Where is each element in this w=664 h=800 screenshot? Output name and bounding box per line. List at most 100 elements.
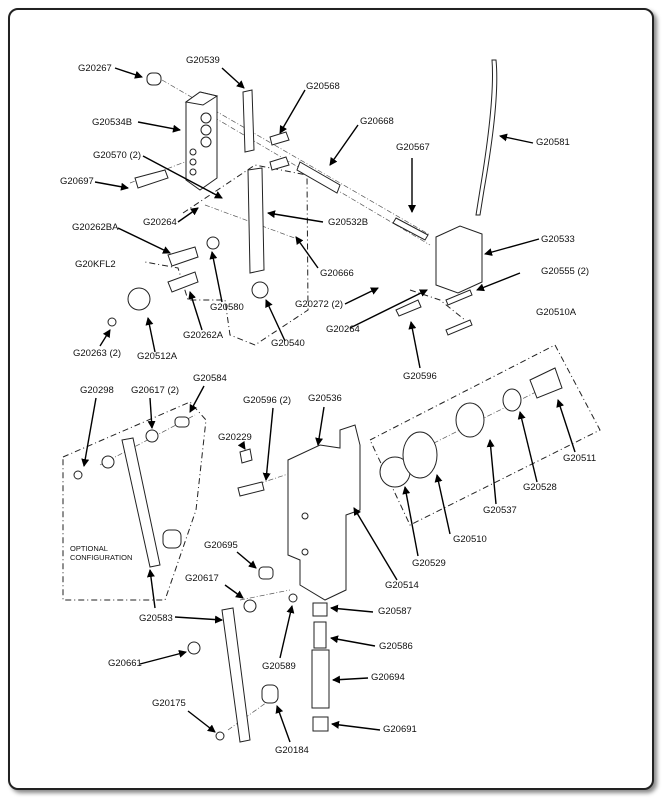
label-g20584: G20584 <box>193 373 227 384</box>
label-g20617-2: G20617 (2) <box>131 385 179 396</box>
label-g20570: G20570 (2) <box>93 150 141 161</box>
part-g20586-spring <box>313 621 327 649</box>
part-g20555-pin <box>445 289 473 306</box>
part-g20587-cap <box>312 602 328 617</box>
part-g20584-spacer <box>174 416 190 428</box>
part-g20567-pin <box>392 217 429 241</box>
label-g20668: G20668 <box>360 116 394 127</box>
part-washer <box>101 455 115 469</box>
part-g20267-bushing <box>146 72 162 86</box>
part-g20510-pulley <box>402 431 438 479</box>
label-g20540: G20540 <box>271 338 305 349</box>
label-g20529: G20529 <box>412 558 446 569</box>
label-g20617: G20617 <box>185 573 219 584</box>
part-g20537-bearing <box>455 402 485 438</box>
label-g20589: G20589 <box>262 661 296 672</box>
label-g20532b: G20532B <box>328 217 368 228</box>
part-g20697-screw <box>134 169 169 189</box>
label-g20567: G20567 <box>396 142 430 153</box>
label-g20666: G20666 <box>320 268 354 279</box>
part-g20555-pin-2 <box>445 319 473 336</box>
label-g20539: G20539 <box>186 55 220 66</box>
label-g20536: G20536 <box>308 393 342 404</box>
part-g20298-nut <box>73 470 83 480</box>
label-g20691: G20691 <box>383 724 417 735</box>
part-g20534b-block <box>184 91 219 191</box>
part-g20532b-plate <box>247 167 265 274</box>
group-outline-g20533 <box>409 289 466 321</box>
part-g20568-screw-2 <box>269 156 290 171</box>
label-g20229: G20229 <box>218 432 252 443</box>
part-g20175-screw <box>215 731 225 741</box>
part-g20596-screw-pair <box>237 481 265 497</box>
part-g20581-rod <box>475 59 498 216</box>
part-g20580-washer <box>206 236 220 250</box>
label-g20586: G20586 <box>379 641 413 652</box>
label-g20184: G20184 <box>275 745 309 756</box>
label-g20596: G20596 <box>403 371 437 382</box>
part-g20661-screw <box>187 641 201 655</box>
part-spacer-optional <box>162 529 182 549</box>
label-g20263: G20263 (2) <box>73 348 121 359</box>
label-g20694: G20694 <box>371 672 405 683</box>
label-g20555: G20555 (2) <box>541 266 589 277</box>
part-g20596-screw <box>395 299 422 317</box>
part-g20617-washer-2 <box>243 599 257 613</box>
label-g20511: G20511 <box>563 453 596 464</box>
label-g20262a: G20262A <box>183 330 224 341</box>
label-g20534b: G20534B <box>92 117 132 128</box>
label-g20512a: G20512A <box>137 351 178 362</box>
label-g20583: G20583 <box>139 613 173 624</box>
label-g20697: G20697 <box>60 176 94 187</box>
part-g20668-spring <box>296 161 341 194</box>
label-g20262ba: G20262BA <box>72 222 119 233</box>
part-g20617-washer <box>145 429 159 443</box>
label-g20528: G20528 <box>523 482 557 493</box>
part-g20536-housing <box>287 424 361 601</box>
part-g20263-clip <box>107 317 117 327</box>
part-g20533-block <box>435 225 483 294</box>
group-outline-g20510a <box>369 344 601 526</box>
part-g20694-sleeve <box>311 649 330 709</box>
label-g20596-2: G20596 (2) <box>243 395 291 406</box>
label-g20514: G20514 <box>385 580 419 591</box>
group-outline-drive <box>144 164 309 346</box>
note-configuration: CONFIGURATION <box>70 553 132 562</box>
label-g20264: G20264 <box>143 217 177 228</box>
part-g20512a-gear <box>127 287 151 311</box>
part-g20229-pin <box>239 448 253 464</box>
part-g20583-arm <box>221 607 251 743</box>
label-g20510a: G20510A <box>536 307 577 318</box>
part-g20511-gear <box>529 367 563 399</box>
part-g20528-washer <box>502 388 522 412</box>
part-g20184-spacer <box>261 684 279 704</box>
label-g20kfl2: G20KFL2 <box>75 259 116 270</box>
label-g20267: G20267 <box>78 63 112 74</box>
label-g20533: G20533 <box>541 234 575 245</box>
diagram-frame <box>8 8 654 790</box>
label-g20695: G20695 <box>204 540 238 551</box>
part-g20262ba-shaft <box>167 246 199 267</box>
label-g20272: G20272 (2) <box>295 299 343 310</box>
part-g20262a-shaft <box>167 271 199 293</box>
part-g20589-screw <box>288 593 298 603</box>
part-g20539-bar <box>242 89 255 153</box>
label-g20537: G20537 <box>483 505 517 516</box>
label-g20581: G20581 <box>536 137 570 148</box>
label-g20580: G20580 <box>210 302 244 313</box>
label-g20587: G20587 <box>378 606 412 617</box>
note-optional: OPTIONAL <box>70 544 108 553</box>
group-outline-optional <box>62 401 207 601</box>
label-g20568: G20568 <box>306 81 340 92</box>
label-g20264-2: G20264 <box>326 324 360 335</box>
part-g20540-roller <box>251 281 269 299</box>
part-g20568-screw <box>269 131 290 146</box>
label-g20298: G20298 <box>80 385 114 396</box>
part-g20695-spacer <box>258 566 274 580</box>
callout-arrows <box>81 67 576 743</box>
label-g20661: G20661 <box>108 658 142 669</box>
label-g20175: G20175 <box>152 698 186 709</box>
part-g20583-arm-optional <box>121 437 161 568</box>
label-g20510: G20510 <box>453 534 487 545</box>
